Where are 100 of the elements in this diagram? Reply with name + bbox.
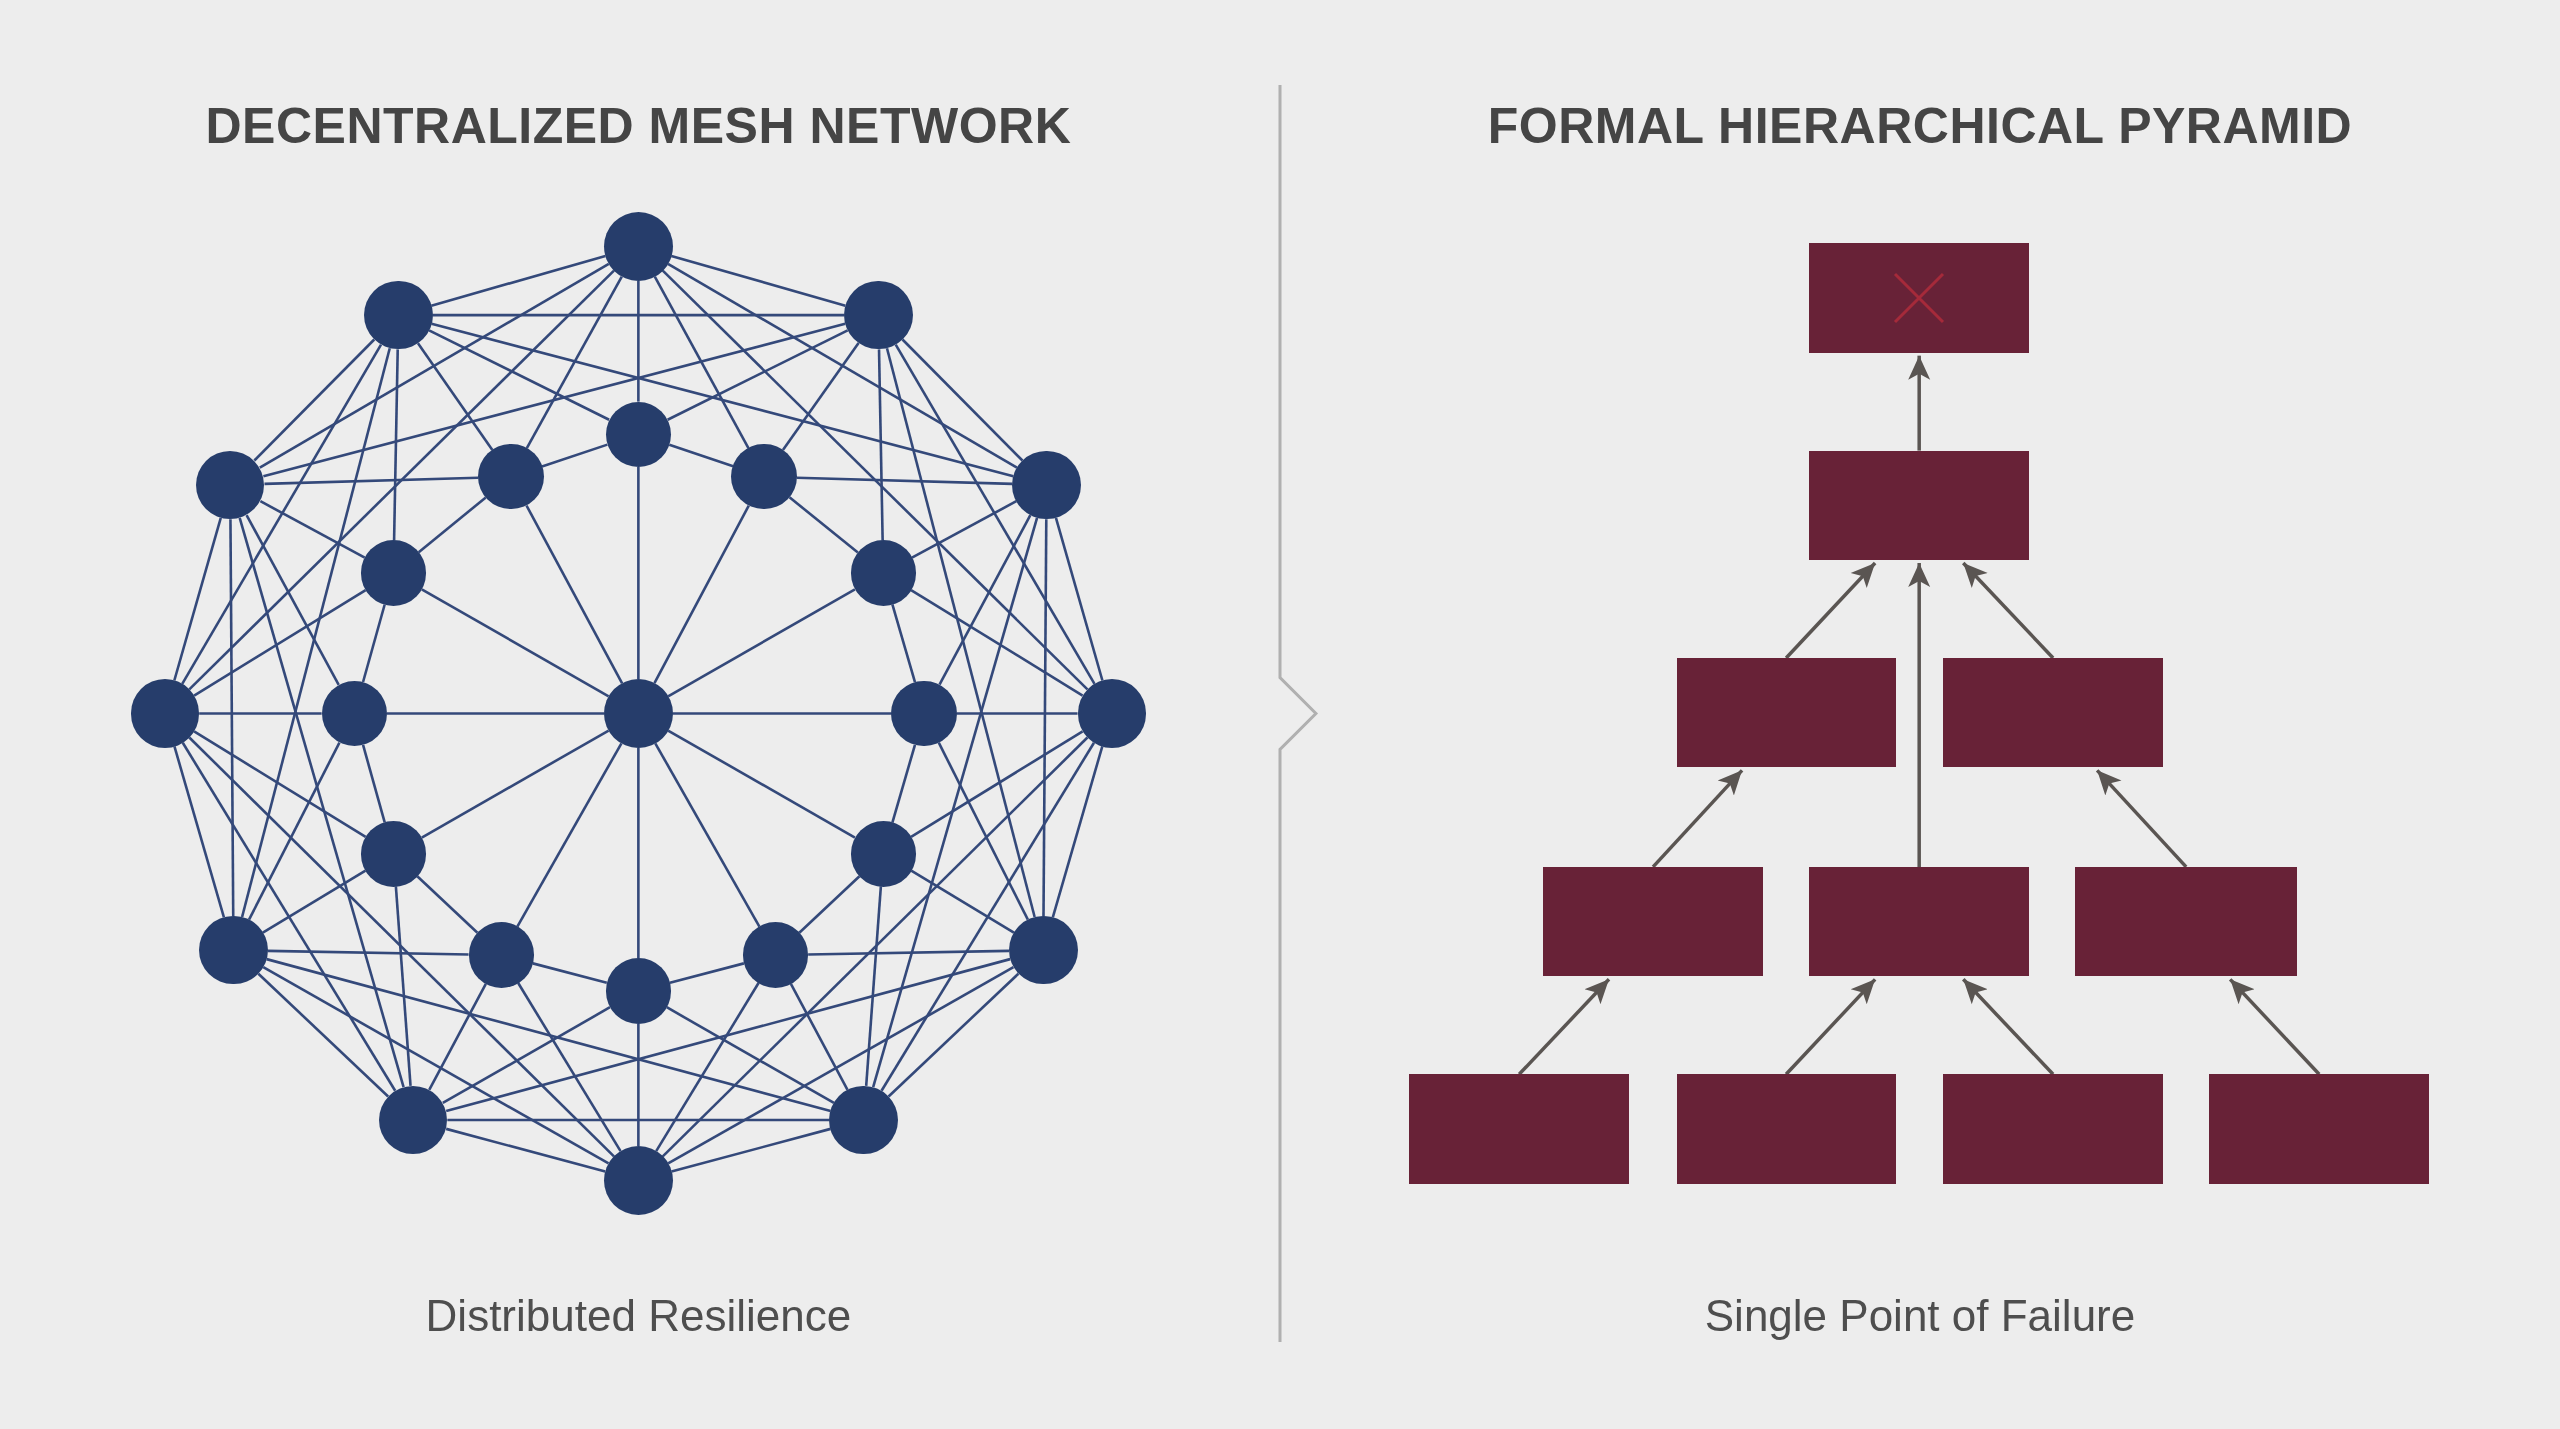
connection-line [267,949,469,956]
connection-line [188,269,615,691]
section-heading: DECENTRALIZED MESH NETWORK [205,96,1072,156]
connection-line [781,342,860,451]
connection-line [666,1006,835,1105]
hierarchy-box [2208,1074,2430,1184]
connection-line [266,957,831,1113]
hierarchy-box [1942,1074,2164,1184]
network-node [360,821,427,887]
connection-line [245,514,340,686]
section-caption: Distributed Resilience [425,1289,852,1342]
connection-line [445,957,1011,1113]
connection-line [262,966,610,1165]
connection-line [788,496,859,554]
network-node [1012,450,1081,520]
connection-line [442,1006,611,1105]
network-node [130,679,200,748]
hierarchy-box [1408,1074,1630,1184]
connection-line [808,949,1009,956]
connection-line [637,747,640,959]
connection-line [877,349,884,541]
hierarchy-box [1542,866,1764,977]
connection-line [428,329,610,421]
connection-line [672,712,892,715]
connection-line [891,604,917,683]
connection-line [263,322,846,478]
connection-line [432,313,845,317]
connection-line [421,729,610,839]
connection-line [392,349,399,541]
connection-line [637,1023,640,1147]
connection-line [670,254,846,307]
network-node [478,444,544,510]
connection-line [532,962,608,984]
connection-line [655,982,760,1152]
connection-line [361,604,386,683]
connection-line [789,983,849,1091]
connection-line [937,742,1029,921]
connection-line [445,1127,606,1173]
hierarchy-box [1808,450,2030,560]
connection-line [262,869,367,934]
connection-line [416,875,479,934]
connection-line [667,966,1015,1165]
connection-line [417,496,487,554]
connection-line [447,1118,830,1122]
connection-line [394,886,412,1086]
hierarchy-box [1808,243,2030,353]
connection-line [891,744,917,823]
connection-line [671,1127,831,1173]
connection-line [361,744,386,823]
connection-line [421,588,610,698]
connection-line [1042,519,1048,916]
arrow [1908,563,1931,867]
connection-line [173,746,226,918]
connection-line [386,712,605,715]
connection-line [798,875,861,934]
connection-line [428,983,487,1091]
connection-line [667,588,856,698]
connection-line [257,972,390,1098]
connection-line [431,322,1014,478]
connection-line [181,344,383,685]
network-node [844,280,913,350]
connection-line [910,730,1084,838]
connection-line [887,972,1020,1098]
arrow [2095,769,2188,869]
connection-line [894,344,1096,685]
connection-line [525,275,623,449]
network-node [378,1085,448,1155]
connection-line [654,742,761,928]
connection-line [637,280,640,402]
connection-line [637,466,640,680]
connection-line [667,329,849,421]
hierarchy-box [2075,866,2298,977]
connection-line [653,276,750,449]
connection-line [238,517,405,1088]
connection-line [910,869,1015,934]
connection-line [193,730,367,838]
network-node [742,922,809,988]
connection-line [253,338,376,462]
connection-line [956,712,1078,715]
connection-line [264,476,479,486]
connection-line [667,262,1018,469]
section-caption: Single Point of Failure [1704,1289,2136,1342]
connection-line [1054,517,1104,681]
network-node [731,444,797,510]
network-node [604,679,673,748]
hierarchy-box [1808,866,2030,977]
arrow [1517,978,1611,1076]
connection-line [653,504,750,684]
connection-line [1051,746,1104,918]
connection-line [193,589,367,697]
connection-line [880,742,1096,1092]
connection-line [525,504,624,684]
arrow [1962,978,2055,1076]
arrow [1651,769,1744,869]
connection-line [667,729,856,839]
connection-line [661,736,1089,1158]
connection-line [871,517,1039,1088]
arrow [1784,978,1877,1076]
connection-line [668,443,734,468]
connection-line [229,519,235,916]
